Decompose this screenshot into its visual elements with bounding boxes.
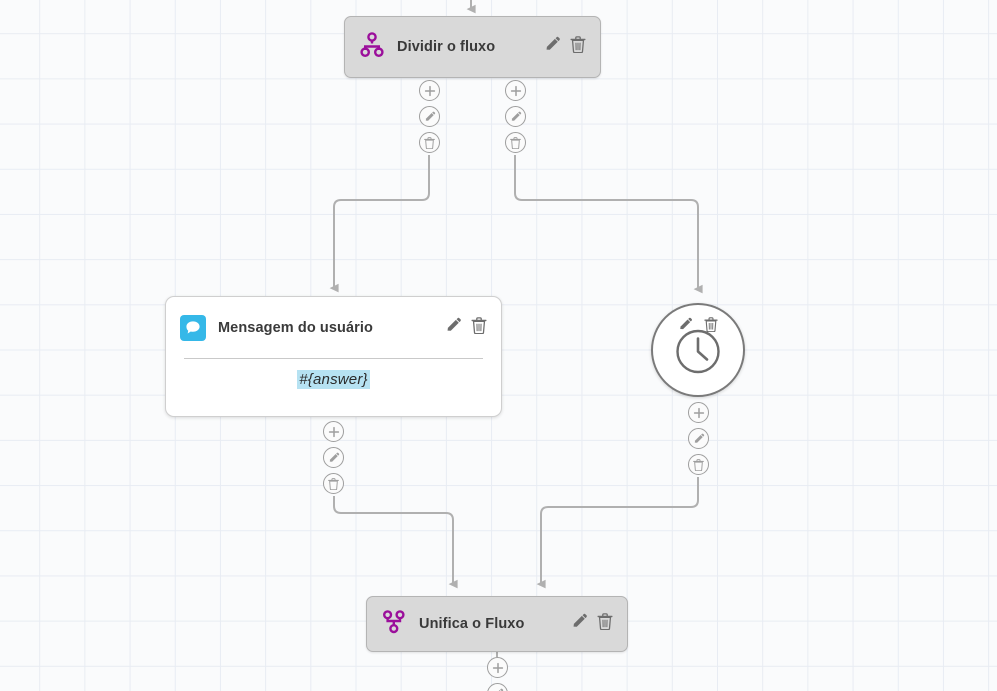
- message-variable-chip[interactable]: #{answer}: [297, 370, 370, 389]
- delete-icon[interactable]: [597, 613, 613, 635]
- trash-icon[interactable]: [688, 454, 709, 475]
- pencil-icon[interactable]: [323, 447, 344, 468]
- plus-icon[interactable]: [505, 80, 526, 101]
- edge-split-to-message: [329, 155, 430, 293]
- connector-stack-message-out[interactable]: [323, 421, 344, 494]
- node-split-title: Dividir o fluxo: [397, 39, 496, 55]
- delete-icon[interactable]: [471, 316, 487, 339]
- node-split-flow[interactable]: Dividir o fluxo: [344, 16, 601, 78]
- merge-flow-icon: [381, 609, 407, 640]
- node-merge-title: Unifica o Fluxo: [419, 616, 525, 632]
- edge-message-to-merge: [333, 496, 458, 589]
- edge-split-to-delay: [514, 155, 703, 294]
- plus-icon[interactable]: [688, 402, 709, 423]
- node-message-body: #{answer}: [166, 370, 501, 389]
- pencil-icon[interactable]: [505, 106, 526, 127]
- node-delay-actions: [653, 317, 743, 337]
- node-split-actions: [544, 36, 586, 58]
- trash-icon[interactable]: [323, 473, 344, 494]
- delete-icon[interactable]: [570, 36, 586, 58]
- node-merge-actions: [571, 613, 613, 635]
- trash-icon[interactable]: [419, 132, 440, 153]
- plus-icon[interactable]: [419, 80, 440, 101]
- connector-stack-delay-out[interactable]: [688, 402, 709, 475]
- connector-stack-split-out-right[interactable]: [505, 80, 526, 153]
- chat-bubble-icon: [180, 314, 206, 341]
- connector-stack-split-out-left[interactable]: [419, 80, 440, 153]
- node-delay[interactable]: [651, 303, 745, 397]
- node-message-divider: [184, 358, 483, 359]
- node-merge-flow[interactable]: Unifica o Fluxo: [366, 596, 628, 652]
- pencil-icon[interactable]: [419, 106, 440, 127]
- edge-delay-to-merge: [536, 477, 699, 589]
- edit-icon[interactable]: [544, 36, 561, 58]
- trash-icon[interactable]: [505, 132, 526, 153]
- split-flow-icon: [359, 31, 385, 63]
- node-message-title: Mensagem do usuário: [218, 319, 373, 336]
- node-message-actions: [445, 316, 487, 339]
- connector-stack-merge-out[interactable]: [487, 657, 508, 691]
- delete-icon[interactable]: [704, 317, 718, 337]
- clock-icon: [675, 328, 721, 379]
- plus-icon[interactable]: [487, 657, 508, 678]
- pencil-icon[interactable]: [487, 683, 508, 691]
- plus-icon[interactable]: [323, 421, 344, 442]
- edit-icon[interactable]: [445, 317, 462, 339]
- pencil-icon[interactable]: [688, 428, 709, 449]
- edit-icon[interactable]: [678, 317, 693, 337]
- node-user-message[interactable]: Mensagem do usuário #{answer}: [165, 296, 502, 417]
- edit-icon[interactable]: [571, 613, 588, 635]
